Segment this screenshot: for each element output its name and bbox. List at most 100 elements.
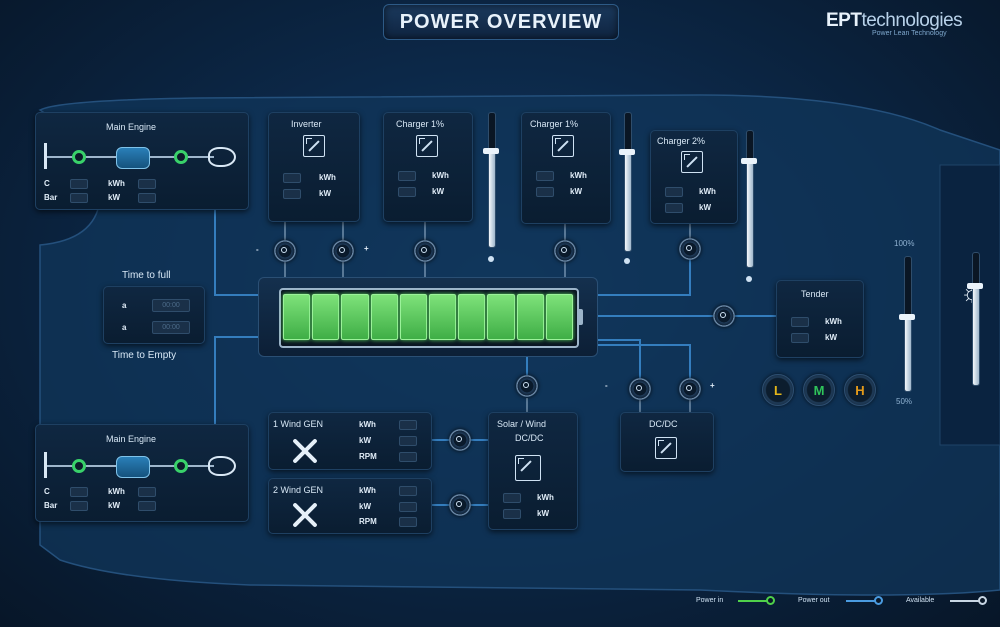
inverter-plus-mark: + [364,244,369,253]
charger-2-node[interactable] [554,240,576,262]
engine-row-c-label: C [44,487,50,496]
battery-panel[interactable] [258,277,598,357]
legend-power-out-line [846,600,876,602]
wind-turbine-1-icon [291,437,319,465]
wind-gen-2-panel[interactable]: 2 Wind GEN kWh kW RPM [268,478,432,534]
mode-high-button[interactable]: H [844,374,876,406]
charger-3-kwh-value [665,187,683,197]
wind-gen-1-title: 1 Wind GEN [273,419,324,429]
dcdc-panel[interactable]: DC/DC [620,412,714,472]
charger-2-slider[interactable] [619,112,635,252]
charger-1-slider-fill [489,151,495,247]
mode-medium-button[interactable]: M [803,374,835,406]
wind-1-rpm-label: RPM [359,452,377,461]
charger-3-node[interactable] [679,238,701,260]
level-slider-handle[interactable] [899,314,915,320]
hull-mount-icon [44,452,47,478]
inverter-title: Inverter [291,119,322,129]
solar-wind-title: Solar / Wind [497,419,547,429]
engine-clutch-left-icon[interactable] [72,459,86,473]
engine-c-value [70,487,88,497]
tender-panel[interactable]: Tender kWh kW [776,280,864,358]
legend-available-marker [978,596,987,605]
inverter-icon [303,135,325,157]
engine-kw-label: kW [108,193,120,202]
inverter-node-right[interactable] [332,240,354,262]
charger-2-slider-handle[interactable] [619,149,635,155]
main-engine-top-title: Main Engine [106,122,157,132]
charger-3-icon [681,151,703,173]
brightness-slider[interactable] [967,252,983,386]
solar-kw-value [503,509,521,519]
charger-2-kw-label: kW [570,187,582,196]
engine-c-value [70,179,88,189]
charger-2-kw-value [536,187,554,197]
dcdc-node-left[interactable] [629,378,651,400]
engine-row-bar-label: Bar [44,193,58,202]
tender-kwh-label: kWh [825,317,842,326]
battery-cell [341,294,369,340]
inverter-panel[interactable]: Inverter kWh kW [268,112,360,222]
battery-terminal [577,309,583,325]
engine-clutch-right-icon[interactable] [174,459,188,473]
engine-kwh-label: kWh [108,179,125,188]
wind-2-kw-label: kW [359,502,371,511]
charger-1-icon [416,135,438,157]
charger-3-panel[interactable]: Charger 2% kWh kW [650,130,738,224]
legend-power-out-marker [874,596,883,605]
charger-3-slider[interactable] [741,130,757,268]
battery-cell [312,294,340,340]
charger-1-slider-dot [488,256,494,262]
engine-bar-value [70,193,88,203]
page-title: POWER OVERVIEW [383,4,619,40]
charger-1-slider[interactable] [483,112,499,248]
hull-mount-icon [44,143,47,169]
charger-1-kwh-label: kWh [432,171,449,180]
solar-wind-dcdc-panel[interactable]: Solar / Wind DC/DC kWh kW [488,412,578,530]
charger-3-kw-value [665,203,683,213]
solar-wind-subtitle: DC/DC [515,433,544,443]
tender-node[interactable] [713,305,735,327]
wind-gen-1-panel[interactable]: 1 Wind GEN kWh kW RPM [268,412,432,470]
tender-kw-label: kW [825,333,837,342]
charger-1-kw-value [398,187,416,197]
legend-power-in-label: Power in [696,597,724,604]
charger-2-slider-dot [624,258,630,264]
gearbox-icon[interactable] [116,147,150,169]
dcdc-plus-mark: + [710,381,715,390]
engine-kwh-value [138,487,156,497]
battery-cell [545,294,573,340]
main-engine-top-panel[interactable]: Main Engine C Bar kWh kW [35,112,249,210]
tender-title: Tender [801,289,829,299]
charger-1-kwh-value [398,171,416,181]
inverter-node-left[interactable] [274,240,296,262]
level-slider[interactable] [899,256,915,392]
dcdc-node-right[interactable] [679,378,701,400]
charger-3-slider-handle[interactable] [741,158,757,164]
dcdc-title: DC/DC [649,419,678,429]
inverter-kw-value [283,189,301,199]
engine-clutch-right-icon[interactable] [174,150,188,164]
mode-low-button[interactable]: L [762,374,794,406]
charger-1-slider-handle[interactable] [483,148,499,154]
inverter-kwh-value [283,173,301,183]
battery-cell [516,294,544,340]
charger-1-node[interactable] [414,240,436,262]
wind-gen-2-node[interactable] [449,494,471,516]
wind-gen-1-node[interactable] [449,429,471,451]
wind-2-rpm-value [399,517,417,527]
charger-2-panel[interactable]: Charger 1% kWh kW [521,112,611,224]
battery-cell [370,294,398,340]
main-engine-bottom-panel[interactable]: Main Engine C Bar kWh kW [35,424,249,522]
engine-clutch-left-icon[interactable] [72,150,86,164]
propeller-icon [208,147,236,167]
brightness-slider-handle[interactable] [967,283,983,289]
charger-1-panel[interactable]: Charger 1% kWh kW [383,112,473,222]
tender-kw-value [791,333,809,343]
solar-node[interactable] [516,375,538,397]
gearbox-icon[interactable] [116,456,150,478]
wind-2-rpm-label: RPM [359,517,377,526]
wind-gen-2-title: 2 Wind GEN [273,485,324,495]
brand-logo: EPTtechnologies Power Lean Technology [826,10,963,37]
engine-kwh-label: kWh [108,487,125,496]
